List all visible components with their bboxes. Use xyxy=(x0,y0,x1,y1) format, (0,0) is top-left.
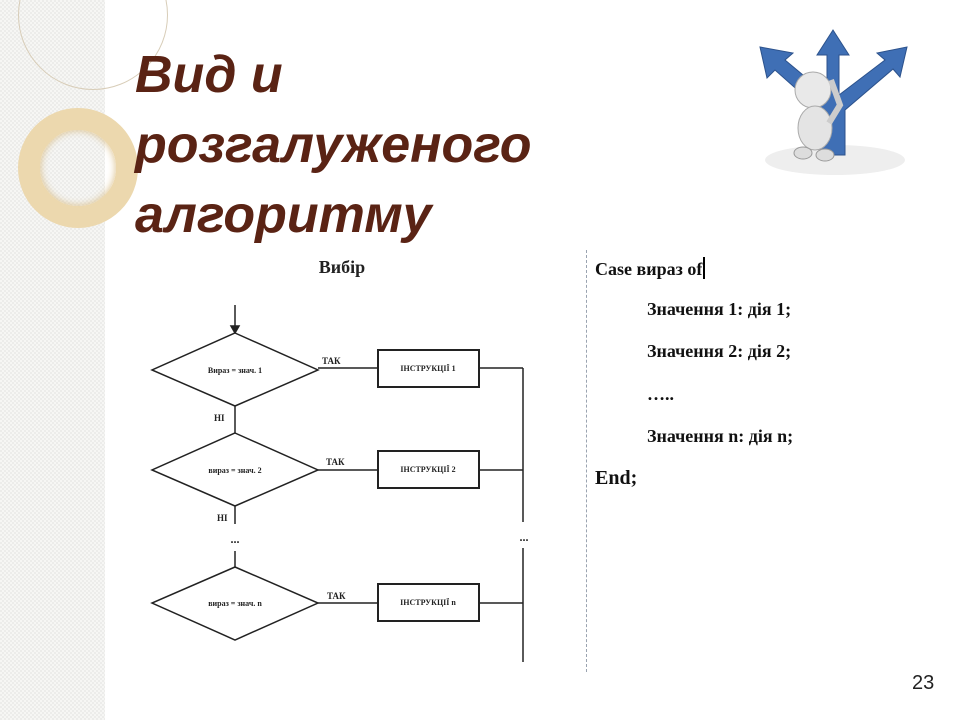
condition-label: вираз = знач. n xyxy=(208,599,262,608)
arrow-head xyxy=(229,325,241,335)
code-line: ….. xyxy=(647,384,674,404)
condition-label: вираз = знач. 2 xyxy=(208,466,261,475)
column-divider xyxy=(586,250,587,672)
code-text: Case вираз of xyxy=(595,259,703,279)
code-line: Значення n: дія n; xyxy=(647,426,794,446)
ellipsis: ... xyxy=(231,532,240,546)
condition-diamond xyxy=(150,566,320,641)
person-at-crossroads-arrows-icon xyxy=(759,29,908,175)
text-cursor xyxy=(703,257,706,279)
code-line: Значення 1: дія 1; xyxy=(647,299,792,319)
no-label: НІ xyxy=(217,513,228,523)
slide-title: Вид и розгалуженого алгоритму xyxy=(135,40,532,250)
title-line: розгалуженого xyxy=(135,116,532,174)
code-line: Case вираз of xyxy=(595,257,706,280)
case-flowchart: Вибір Вираз = знач. 1 вираз = знач. 2 ви… xyxy=(150,257,529,662)
instruction-label: ІНСТРУКЦІЇ 1 xyxy=(400,364,455,373)
code-line: End; xyxy=(595,467,638,489)
instruction-label: ІНСТРУКЦІЇ 2 xyxy=(400,465,455,474)
instruction-box xyxy=(377,450,480,489)
instruction-label: ІНСТРУКЦІЇ n xyxy=(400,598,456,607)
yes-label: ТАК xyxy=(327,591,346,601)
flowchart-heading: Вибір xyxy=(319,257,365,277)
title-line: алгоритму xyxy=(135,186,432,244)
yes-label: ТАК xyxy=(322,356,341,366)
yes-label: ТАК xyxy=(326,457,345,467)
ellipsis: ... xyxy=(520,530,529,544)
page-number: 23 xyxy=(912,672,935,694)
title-line: Вид и xyxy=(135,46,283,104)
code-line: Значення 2: дія 2; xyxy=(647,341,792,361)
condition-label: Вираз = знач. 1 xyxy=(208,366,262,375)
no-label: НІ xyxy=(214,413,225,423)
